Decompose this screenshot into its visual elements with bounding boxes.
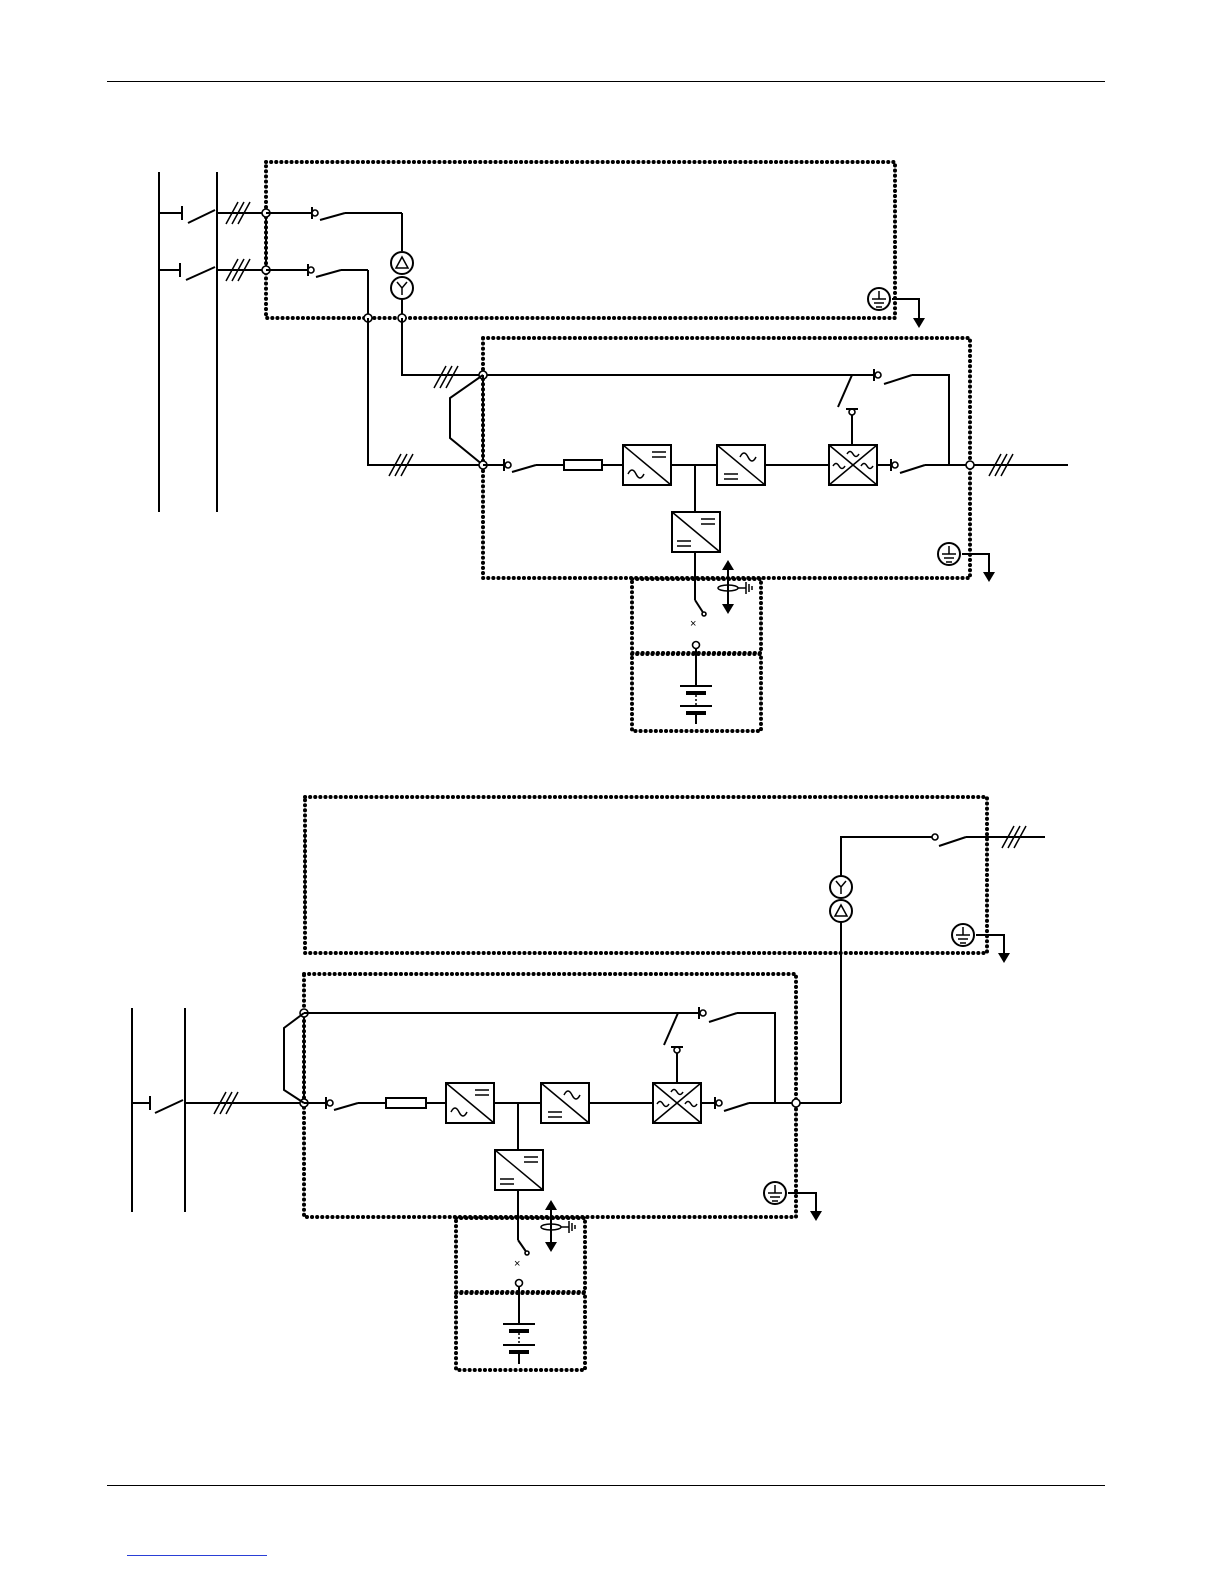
inverter [541, 1083, 589, 1123]
static-bypass-switch [838, 375, 858, 444]
battery [680, 686, 712, 724]
static-switch [653, 1083, 701, 1123]
isolation-transformer [830, 876, 852, 922]
output-switch [891, 459, 925, 473]
static-bypass-switch [664, 1013, 683, 1082]
battery-disconnect-indicator [718, 560, 752, 614]
battery-booster [495, 1150, 543, 1190]
maintenance-bypass-switch [874, 369, 949, 465]
rectifier-input-switch [504, 459, 536, 472]
fuse [564, 460, 602, 470]
battery [503, 1324, 535, 1364]
transformer-input-switch [312, 207, 402, 251]
fuse [386, 1098, 426, 1108]
bypass-input-switch [308, 264, 368, 318]
transformer-cabinet-outline [266, 162, 895, 318]
ground-icon [952, 924, 974, 946]
upper-diagram: × [159, 162, 1068, 731]
static-switch [829, 445, 877, 485]
ground-icon [868, 288, 890, 310]
feeder-breaker [132, 1092, 304, 1114]
maintenance-bypass-switch [699, 1007, 775, 1103]
feeder-breaker-1 [159, 202, 266, 224]
rectifier [446, 1083, 494, 1123]
transformer-cabinet-outline [305, 797, 987, 953]
inverter [717, 445, 765, 485]
rectifier-input-switch [326, 1097, 358, 1110]
lower-diagram: × [132, 797, 1045, 1370]
rectifier [623, 445, 671, 485]
battery-booster [672, 512, 720, 552]
ground-icon [764, 1182, 786, 1204]
isolation-transformer [391, 252, 413, 299]
svg-text:×: × [514, 1258, 520, 1270]
battery-breaker: × [690, 600, 706, 686]
svg-text:×: × [690, 618, 696, 630]
ground-icon [938, 543, 960, 565]
output-switch [715, 1097, 749, 1111]
feeder-breaker-2 [159, 259, 266, 281]
battery-disconnect-indicator [541, 1200, 575, 1252]
battery-breaker: × [514, 1240, 529, 1324]
